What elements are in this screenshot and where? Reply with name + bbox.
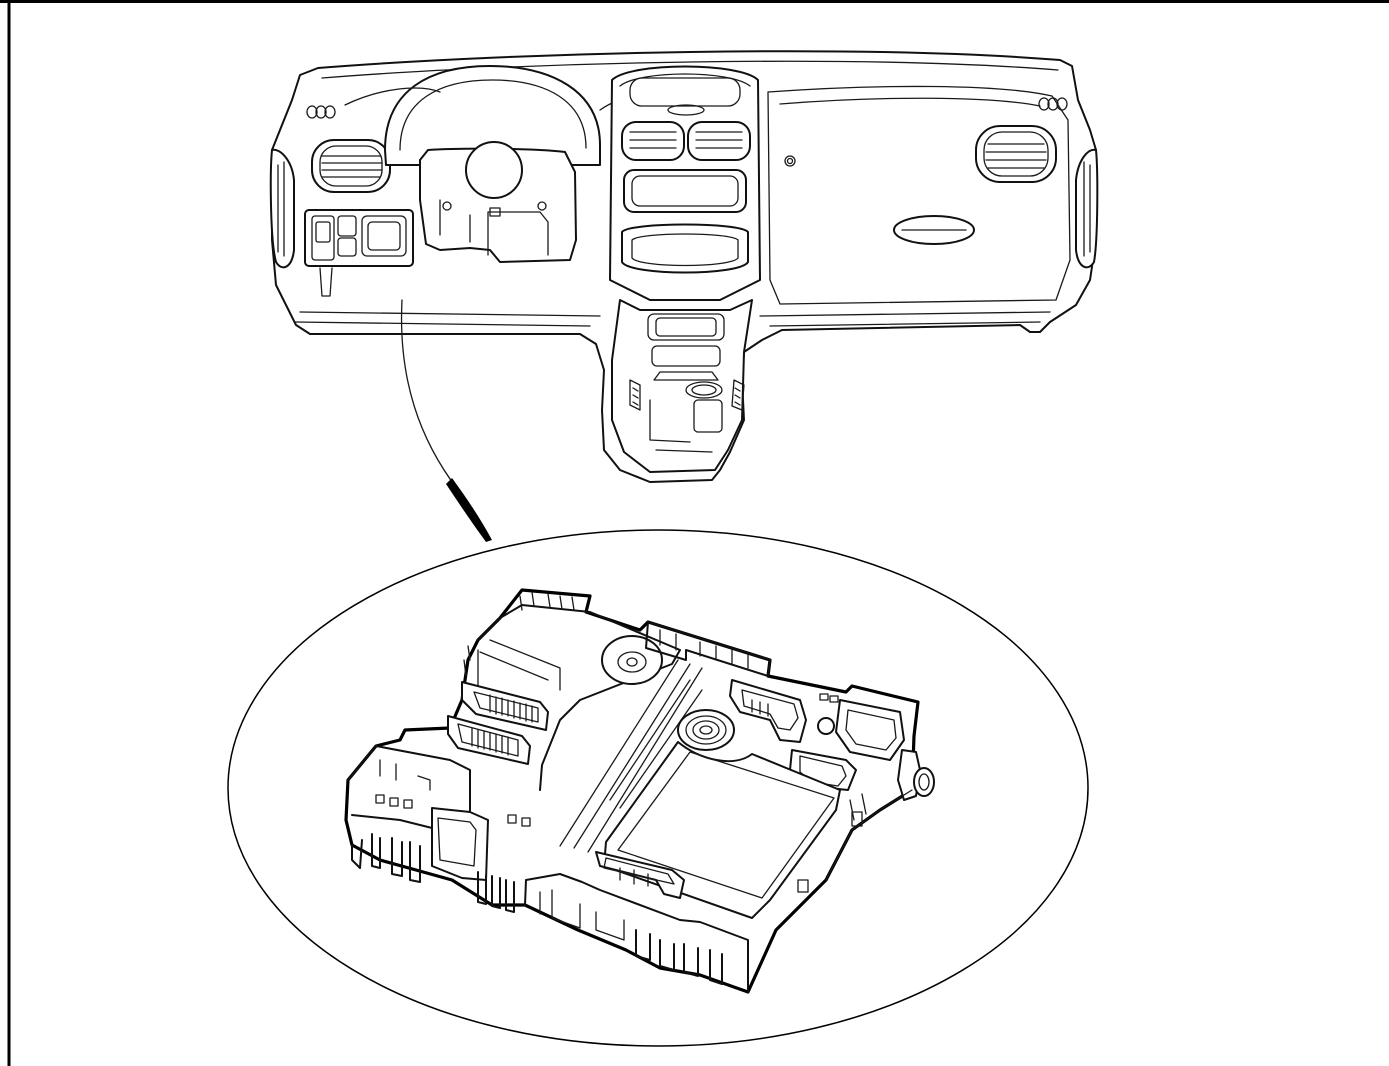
left-air-vent — [311, 139, 391, 193]
dashboard-lower-crease-2 — [295, 321, 1041, 327]
connector-lower-left — [447, 715, 531, 765]
dashboard-top-crease — [321, 60, 1059, 79]
detail-callout-ellipse — [227, 529, 1089, 1047]
bottom-tabs-left — [351, 833, 421, 883]
bottom-tabs-center — [477, 871, 515, 913]
connector-upper-right — [729, 679, 807, 743]
center-console — [609, 65, 761, 301]
dashboard — [269, 50, 1099, 483]
dashboard-lower-crease — [299, 311, 1051, 317]
steering-column — [419, 141, 577, 263]
leader-line — [400, 299, 492, 542]
right-side-vent — [1075, 148, 1099, 269]
instrument-cluster-hood — [344, 65, 661, 166]
connector-upper-left — [461, 681, 549, 731]
right-air-vent — [975, 125, 1057, 183]
connector-far-right — [817, 693, 905, 761]
console-tunnel — [611, 299, 753, 473]
left-defrost-grille — [306, 105, 336, 119]
glove-box — [767, 85, 1071, 305]
side-plug — [897, 749, 935, 801]
buzzer — [601, 635, 663, 685]
left-switch-panel — [304, 209, 414, 297]
round-membrane — [677, 709, 735, 751]
connector-left-stub — [431, 807, 489, 881]
control-unit — [344, 588, 935, 994]
connector-lower-center — [595, 851, 685, 899]
left-side-vent — [269, 148, 295, 269]
